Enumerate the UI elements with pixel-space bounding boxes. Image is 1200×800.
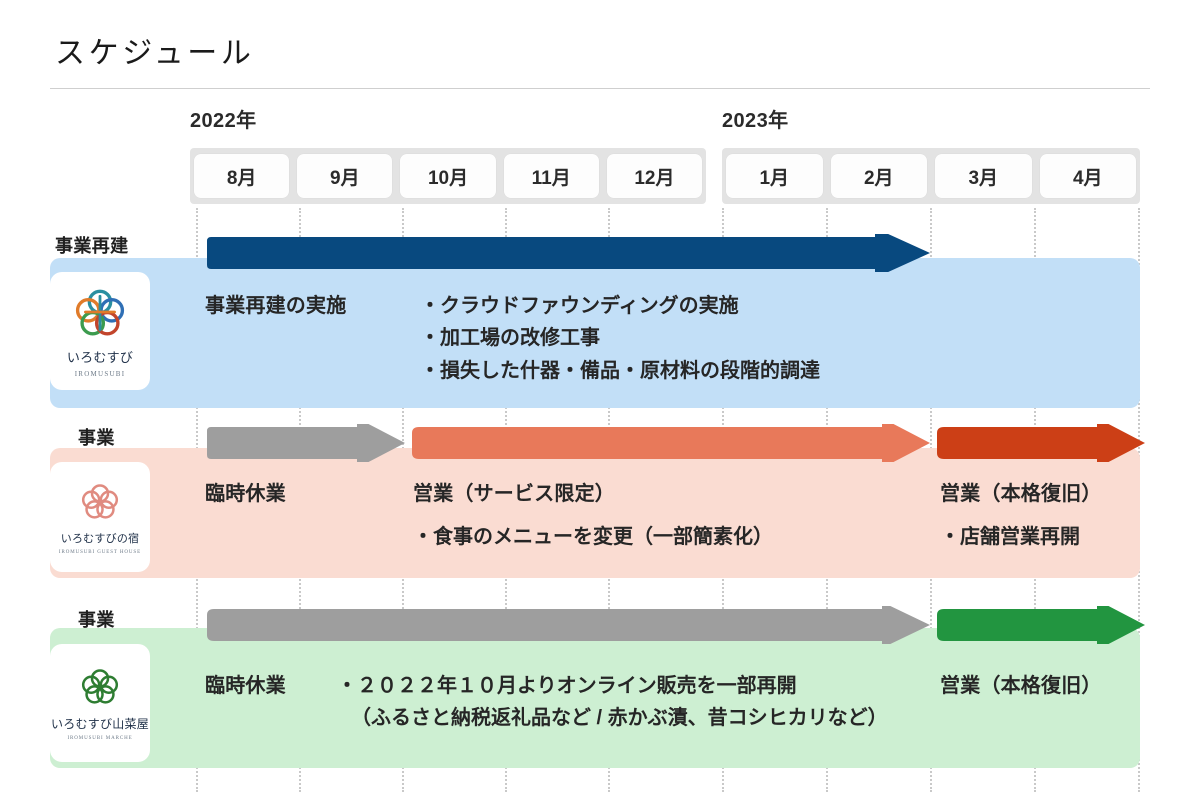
logo-card-guest-house: いろむすびの宿 IROMUSUBI GUEST HOUSE [50,462,150,572]
phase-label-3b: 営業（本格復旧） [940,675,1102,697]
bullet-list-2b: ・食事のメニューを変更（一部簡素化） [413,521,773,553]
phase-label-2a: 臨時休業 [205,483,286,505]
month-cell-8[interactable]: 8月 [194,154,290,198]
year-label-2023: 2023年 [722,110,789,132]
bullet-item: ・店舗営業再開 [940,526,1080,548]
row-band-guest-house [50,448,1140,578]
phase-label-1: 事業再建の実施 [205,295,347,317]
month-cell-12[interactable]: 12月 [606,154,703,198]
month-cell-4[interactable]: 4月 [1039,154,1136,198]
bullet-item: ・損失した什器・備品・原材料の段階的調達 [420,359,820,382]
logo-name-3: いろむすび山菜屋 [51,717,149,731]
bullet-item: ・２０２２年１０月よりオンライン販売を一部再開 [337,675,797,697]
month-track-2023: 1月 2月 3月 4月 [722,148,1140,204]
bullet-item: ・食事のメニューを変更（一部簡素化） [413,526,773,548]
bullet-list-3: ・２０２２年１０月よりオンライン販売を一部再開 （ふるさと納税返礼品など / 赤… [337,670,888,735]
logo-card-marche: いろむすび山菜屋 IROMUSUBI MARCHE [50,644,150,762]
logo-card-iromusubi: いろむすび IROMUSUBI [50,272,150,390]
row-band-business-rebuild [50,258,1140,408]
month-cell-3[interactable]: 3月 [935,154,1032,198]
bullet-item: （ふるさと納税返礼品など / 赤かぶ漬、昔コシヒカリなど） [351,707,888,730]
phase-label-2c: 営業（本格復旧） [940,483,1102,505]
row-category-label-3: 事業 [78,610,115,630]
title-divider [50,88,1150,89]
bar-limited-service[interactable] [412,424,930,462]
bullet-item: ・クラウドファウンディングの実施 [420,295,739,317]
bar-temporary-closure-3[interactable] [207,606,930,644]
phase-label-3a: 臨時休業 [205,675,286,697]
logo-subtitle-1: IROMUSUBI [74,370,126,378]
bar-business-rebuild[interactable] [207,234,930,272]
bullet-item: ・加工場の改修工事 [420,327,600,350]
page-title: スケジュール [55,37,255,70]
month-cell-11[interactable]: 11月 [503,154,599,198]
logo-subtitle-3: IROMUSUBI MARCHE [67,736,133,741]
month-cell-10[interactable]: 10月 [400,154,496,198]
month-cell-2[interactable]: 2月 [830,154,927,198]
bar-full-recovery-2[interactable] [937,424,1145,462]
knot-logo-green-icon [81,669,119,704]
month-track-2022: 8月 9月 10月 11月 12月 [190,148,706,204]
year-label-2022: 2022年 [190,110,257,132]
bullet-list-1: ・クラウドファウンディングの実施 ・加工場の改修工事 ・損失した什器・備品・原材… [420,290,820,387]
bar-full-recovery-3[interactable] [937,606,1145,644]
row-category-label-1: 事業再建 [55,236,129,256]
knot-logo-multicolor-icon [75,289,125,336]
row-category-label-2: 事業 [78,428,115,448]
bar-temporary-closure-2[interactable] [207,424,405,462]
logo-subtitle-2: IROMUSUBI GUEST HOUSE [58,549,142,555]
logo-name-2: いろむすびの宿 [60,532,140,545]
month-cell-1[interactable]: 1月 [726,154,823,198]
knot-logo-coral-icon [81,483,119,519]
bullet-list-2c: ・店舗営業再開 [940,521,1080,553]
logo-name-1: いろむすび [66,350,134,365]
month-cell-9[interactable]: 9月 [297,154,393,198]
phase-label-2b: 営業（サービス限定） [413,483,615,505]
row-band-marche [50,628,1140,768]
